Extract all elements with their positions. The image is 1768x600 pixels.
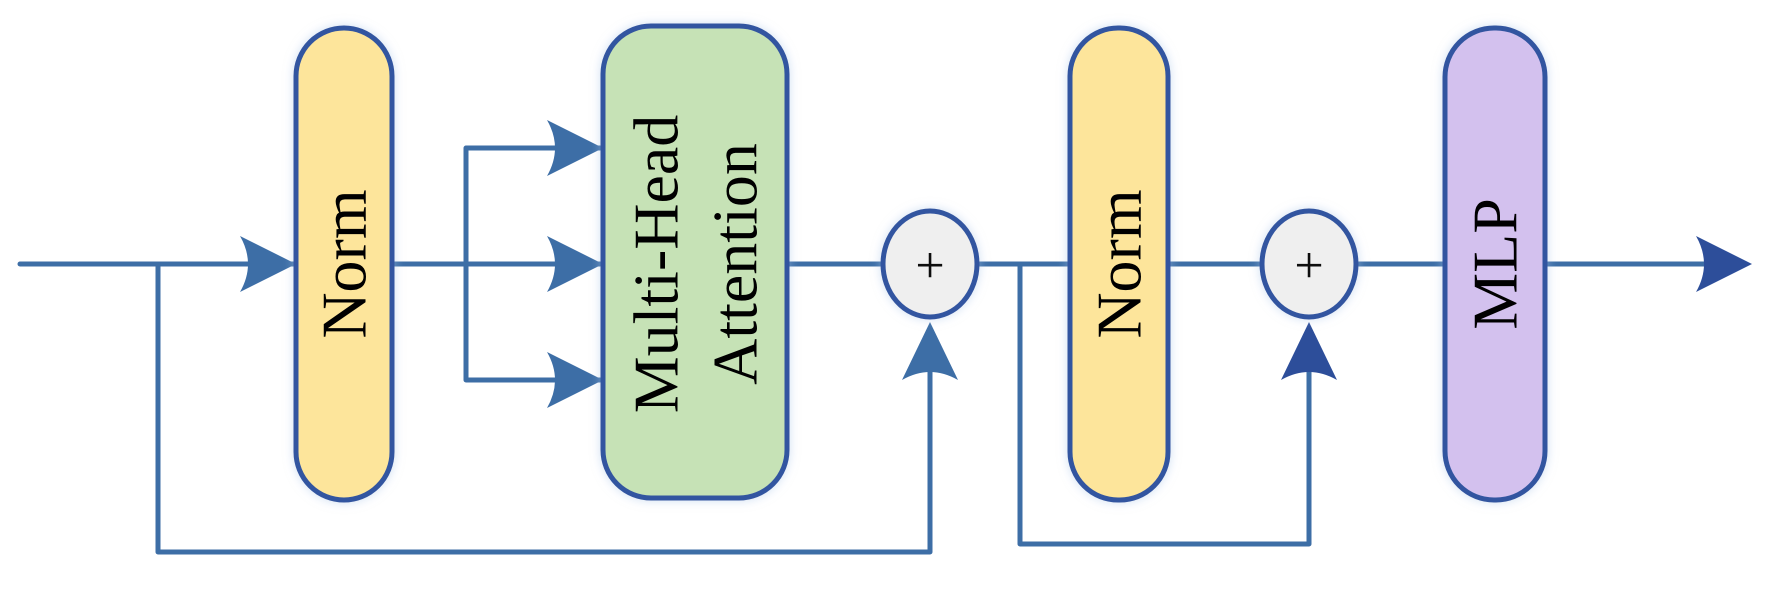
norm1-label: Norm: [309, 189, 380, 338]
norm-block-1: Norm: [293, 25, 395, 503]
add-node-2: +: [1259, 208, 1359, 320]
residual-skip-2: [1017, 261, 1312, 547]
arrow-v: [547, 352, 603, 408]
norm2-label: Norm: [1084, 189, 1155, 338]
arrow-k: [547, 236, 603, 292]
multi-head-attention-block: Multi-Head Attention: [600, 23, 790, 501]
add1-plus-icon: +: [915, 238, 944, 295]
output-arrow: [1696, 236, 1752, 292]
arrow-into-add2: [1281, 322, 1337, 380]
arrow-into-norm1: [240, 236, 296, 292]
mha-label-line1: Multi-Head: [621, 115, 692, 414]
mlp-block: MLP: [1442, 25, 1548, 503]
arrow-into-add1: [902, 322, 958, 380]
mlp-label: MLP: [1460, 198, 1531, 330]
arrow-q: [547, 120, 603, 176]
add-node-1: +: [880, 208, 980, 320]
mha-label-line2: Attention: [700, 143, 771, 385]
residual-skip-1: [155, 261, 933, 555]
connector-lines: [17, 145, 1715, 555]
add2-plus-icon: +: [1294, 238, 1323, 295]
arrowheads: [240, 120, 1752, 408]
norm-block-2: Norm: [1067, 25, 1171, 503]
